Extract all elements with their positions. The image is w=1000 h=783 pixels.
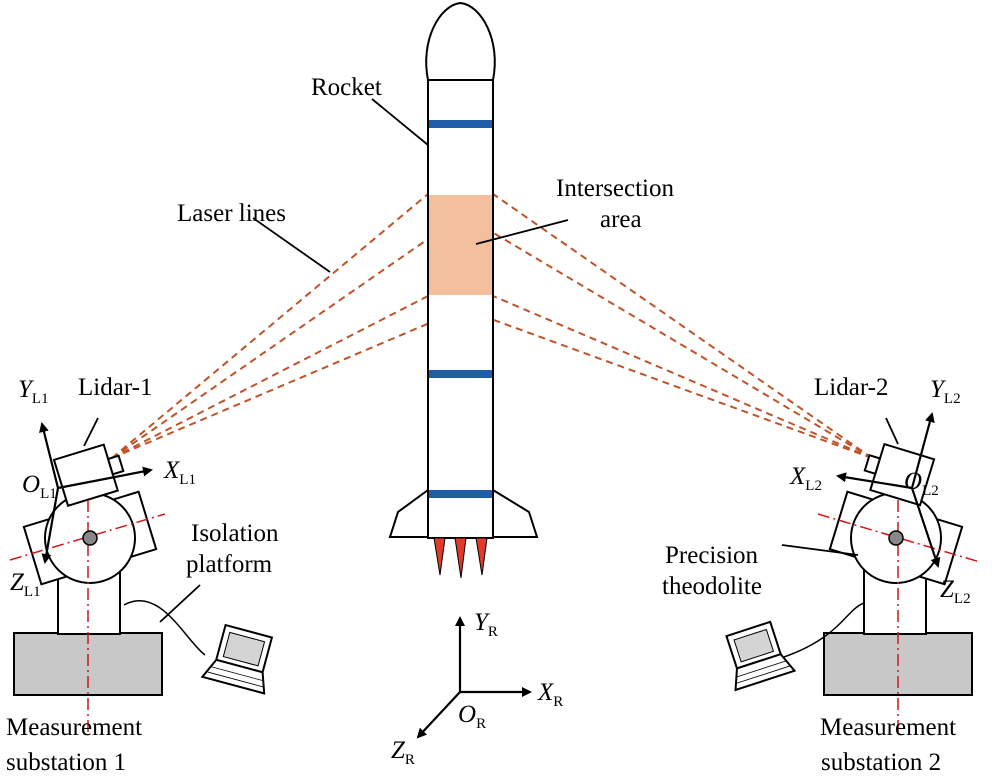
rocket: [388, 1, 539, 579]
label-intersection-2: area: [600, 206, 642, 233]
axis-dashdot-h1: [9, 513, 166, 561]
label-intersection-1: Intersection: [556, 175, 675, 202]
rocket-band-2: [429, 370, 492, 378]
axis-dashdot-h2: [817, 513, 981, 563]
lidar-lens-2: [863, 453, 882, 475]
axis-label-y-r: YR: [474, 609, 498, 640]
axis-label-x-r: XR: [537, 679, 563, 710]
lidar2-axes: [836, 412, 941, 568]
pivot-dot-1: [82, 530, 98, 546]
axis-label-z-r: ZR: [391, 737, 415, 768]
label-precision-1: Precision: [665, 542, 759, 569]
lidar1-axes: [39, 422, 153, 564]
label-station2-1: Measurement: [820, 714, 956, 741]
lidar-lens-1: [106, 454, 125, 476]
label-station1-1: Measurement: [6, 714, 142, 741]
intersection-area: [429, 195, 492, 295]
laser-lines: [111, 193, 873, 459]
axis-label-x-l1: XL1: [163, 457, 196, 488]
axis-label-o-r: OR: [458, 701, 486, 732]
rocket-band-1: [429, 120, 492, 128]
label-laser-lines: Laser lines: [177, 200, 286, 227]
axis-label-z-l2: ZL2: [940, 576, 971, 607]
axis-label-o-l1: OL1: [22, 471, 57, 502]
rocket-body: [427, 77, 494, 539]
axis-label-z-l1: ZL1: [10, 569, 41, 600]
axis-label-o-l2: OL2: [904, 468, 939, 499]
rocket-nose: [425, 1, 496, 81]
label-lidar-2: Lidar-2: [814, 374, 888, 401]
label-precision-2: theodolite: [662, 573, 762, 600]
rocket-flames: [433, 537, 488, 579]
leader-lines: [83, 98, 899, 623]
label-rocket: Rocket: [311, 74, 382, 101]
laptop-cable-1: [123, 599, 206, 656]
label-isolation-2: platform: [186, 551, 273, 578]
laptop-icon-2: [725, 620, 797, 692]
axis-label-x-l2: XL2: [789, 463, 822, 494]
measurement-substation-1: [9, 422, 274, 735]
axis-label-y-l1: YL1: [18, 376, 49, 407]
pivot-dot-2: [888, 530, 904, 546]
label-isolation-1: Isolation: [191, 520, 279, 547]
label-station2-2: substation 2: [821, 749, 941, 776]
label-station1-2: substation 1: [6, 749, 126, 776]
laptop-icon-1: [200, 623, 274, 695]
rocket-frame-axes: [416, 616, 532, 739]
laptop-cable-2: [774, 602, 865, 661]
measurement-substation-2: [725, 412, 981, 735]
rocket-band-3: [429, 490, 492, 498]
label-lidar-1: Lidar-1: [78, 374, 152, 401]
axis-label-y-l2: YL2: [930, 376, 961, 407]
